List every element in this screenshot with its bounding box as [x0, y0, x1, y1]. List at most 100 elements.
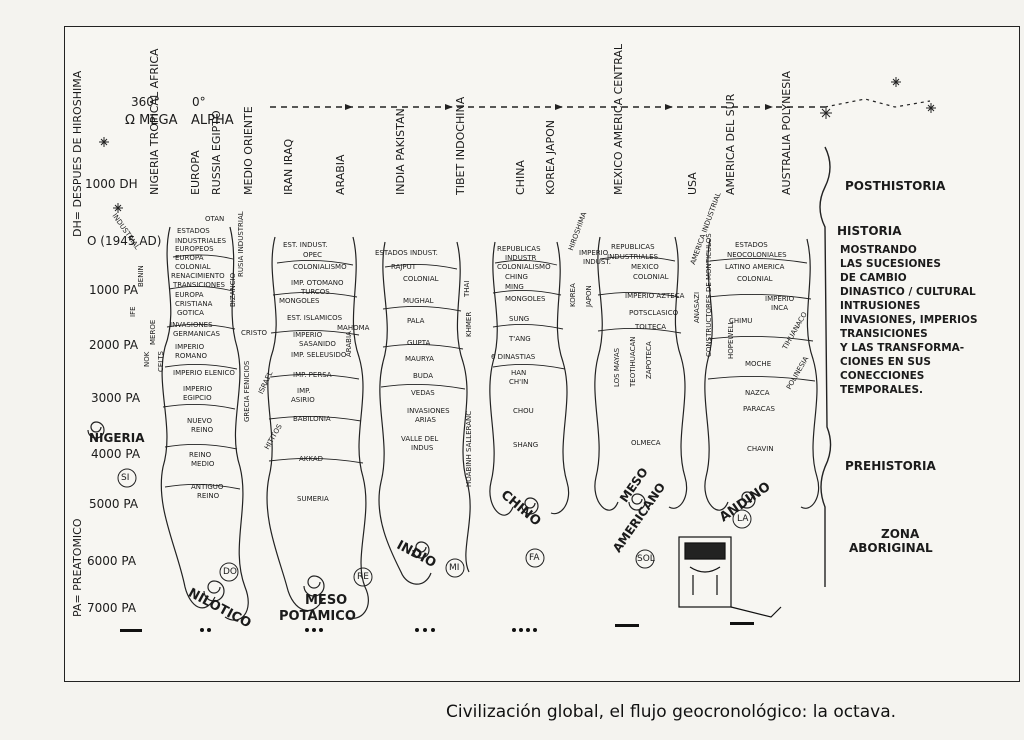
region-medio-oriente: MEDIO ORIENTE [242, 106, 255, 195]
c3-label: HOABINH SALLERANC [465, 410, 473, 487]
deg-360-label: 360° [131, 95, 160, 109]
historia-desc-3: DINASTICO / CULTURAL [840, 286, 976, 298]
c1-label: CRISTO [241, 329, 268, 337]
region-usa: USA [686, 172, 699, 195]
c6-label: ESTADOS [735, 241, 768, 249]
c1-label: MEDIO [191, 460, 215, 468]
c1-label: RUSIA INDUSTRIAL [237, 211, 245, 277]
flow-diagram [87, 77, 936, 632]
c5-label: TOLTECA [635, 323, 667, 331]
c2-label: COLONIALISMO [293, 263, 347, 271]
c1-label: OTAN [205, 215, 225, 223]
c3-label: PALA [407, 317, 425, 325]
c4-label: INDUSTR [505, 254, 537, 262]
c3-label: VEDAS [411, 389, 435, 397]
region-china: CHINA [514, 160, 527, 195]
c4-label: MING [505, 283, 524, 291]
c1-label: EUROPA [175, 254, 204, 262]
c3-label: BUDA [413, 372, 433, 380]
c5-label: TEOTIHUACAN [629, 336, 637, 387]
c5-label: REPUBLICAS [611, 243, 655, 251]
stage-prehistoria: PREHISTORIA [845, 459, 936, 473]
c3-label: INVASIONES [407, 407, 450, 415]
c1-label: CRISTIANA [175, 300, 213, 308]
region-europa: EUROPA [189, 150, 202, 195]
c1-label: REINO [189, 451, 212, 459]
c1-label: ESTADOS [177, 227, 210, 235]
c4-label: JAPON [585, 285, 593, 307]
c6-label: CHIMU [729, 317, 753, 325]
c6-label: INCA [771, 304, 788, 312]
c5-label: ANASAZI [693, 291, 701, 323]
c2-label: SASANIDO [299, 340, 336, 348]
diagram-frame: 360° 0° Ω MEGA ALPHA DH= DESPUES DE HIRO… [64, 26, 1020, 682]
c6-label: LATINO AMERICA [725, 263, 785, 271]
c2-label: IMP. OTOMANO [291, 279, 344, 287]
c2-label: IMP. SELEUSIDO [291, 351, 347, 359]
alpha-arrow-tail [824, 98, 931, 108]
region-russia: RUSSIA EGIPTO [210, 110, 223, 195]
historia-desc-10: TEMPORALES. [840, 384, 924, 396]
note-si: SI [121, 473, 130, 483]
region-sudamerica: AMERICA DEL SUR [724, 93, 737, 195]
c1-label: TRANSICIONES [173, 281, 225, 289]
c1-label: GERMANICAS [173, 330, 220, 338]
note-circles [117, 468, 752, 587]
c2-label: EST. ISLAMICOS [287, 314, 343, 322]
note-do: DO [223, 567, 238, 577]
c5-label: INDUSTRIALES [607, 253, 659, 261]
c3-label: GUPTA [407, 339, 431, 347]
time-7000pa: 7000 PA [87, 601, 137, 615]
c4-label: CHING [505, 273, 528, 281]
dh-definition: DH= DESPUES DE HIROSHIMA [71, 70, 84, 237]
stream-nigeria: NIGERIA [89, 431, 145, 445]
c2-label: AKKAD [299, 455, 324, 463]
c2-label: ARABIA [345, 331, 353, 357]
c6-label: COLONIAL [737, 275, 773, 283]
historia-desc-6: TRANSICIONES [840, 328, 928, 340]
c1-label: BIZANCIO [229, 272, 237, 307]
c4-label: SUNG [509, 315, 530, 323]
c4-label: KOREA [569, 283, 577, 307]
c3-label: ARIAS [415, 416, 436, 424]
c4-label: CHOU [513, 407, 534, 415]
historia-desc-7: Y LAS TRANSFORMA- [840, 342, 965, 354]
c2-label: OPEC [303, 251, 323, 259]
c2-label: IMP. [297, 387, 311, 395]
c3-label: MAURYA [405, 355, 434, 363]
c5-label: HOPEWELL [727, 320, 735, 359]
stone-figure [678, 536, 782, 618]
c1-label: ANTIGUO [191, 483, 224, 491]
historia-desc-1: LAS SUCESIONES [840, 258, 941, 270]
civilization-streams [160, 226, 820, 621]
historia-desc-2: DE CAMBIO [840, 272, 907, 284]
time-3000pa: 3000 PA [91, 391, 141, 405]
note-fa: FA [529, 553, 540, 563]
star-icons [99, 77, 936, 213]
c4-label: 6 DINASTIAS [491, 353, 536, 361]
c6-label: CHAVIN [747, 445, 774, 453]
historia-desc-8: CIONES EN SUS [840, 356, 931, 368]
c2-label: IMPERIO [293, 331, 323, 339]
c6-label: PARACAS [743, 405, 775, 413]
c4-label: HAN [511, 369, 527, 377]
bottom-markers [120, 622, 754, 632]
c5-label: CONSTRUCTORES DE MONTICULOS [705, 233, 713, 357]
arrow-heads [345, 104, 773, 110]
c5-label: ZAPOTECA [645, 341, 653, 379]
stage-brackets [819, 146, 832, 587]
c5-label: OLMECA [631, 439, 661, 447]
note-sol: SOL [637, 554, 655, 564]
c5-label: POTSCLASICO [629, 309, 679, 317]
c4-label: CH'IN [509, 378, 529, 386]
c2-label: MONGOLES [279, 297, 320, 305]
c1-label: REINO [197, 492, 220, 500]
c5-label: LOS MAYAS [613, 347, 621, 387]
time-5000pa: 5000 PA [89, 497, 139, 511]
time-1000dh: 1000 DH [85, 177, 138, 191]
c1-label: CELTS [157, 351, 165, 372]
note-mi: MI [449, 563, 460, 573]
historia-desc-0: MOSTRANDO [840, 244, 917, 256]
region-korea: KOREA JAPON [544, 120, 557, 195]
c1-label: EUROPA [175, 291, 204, 299]
